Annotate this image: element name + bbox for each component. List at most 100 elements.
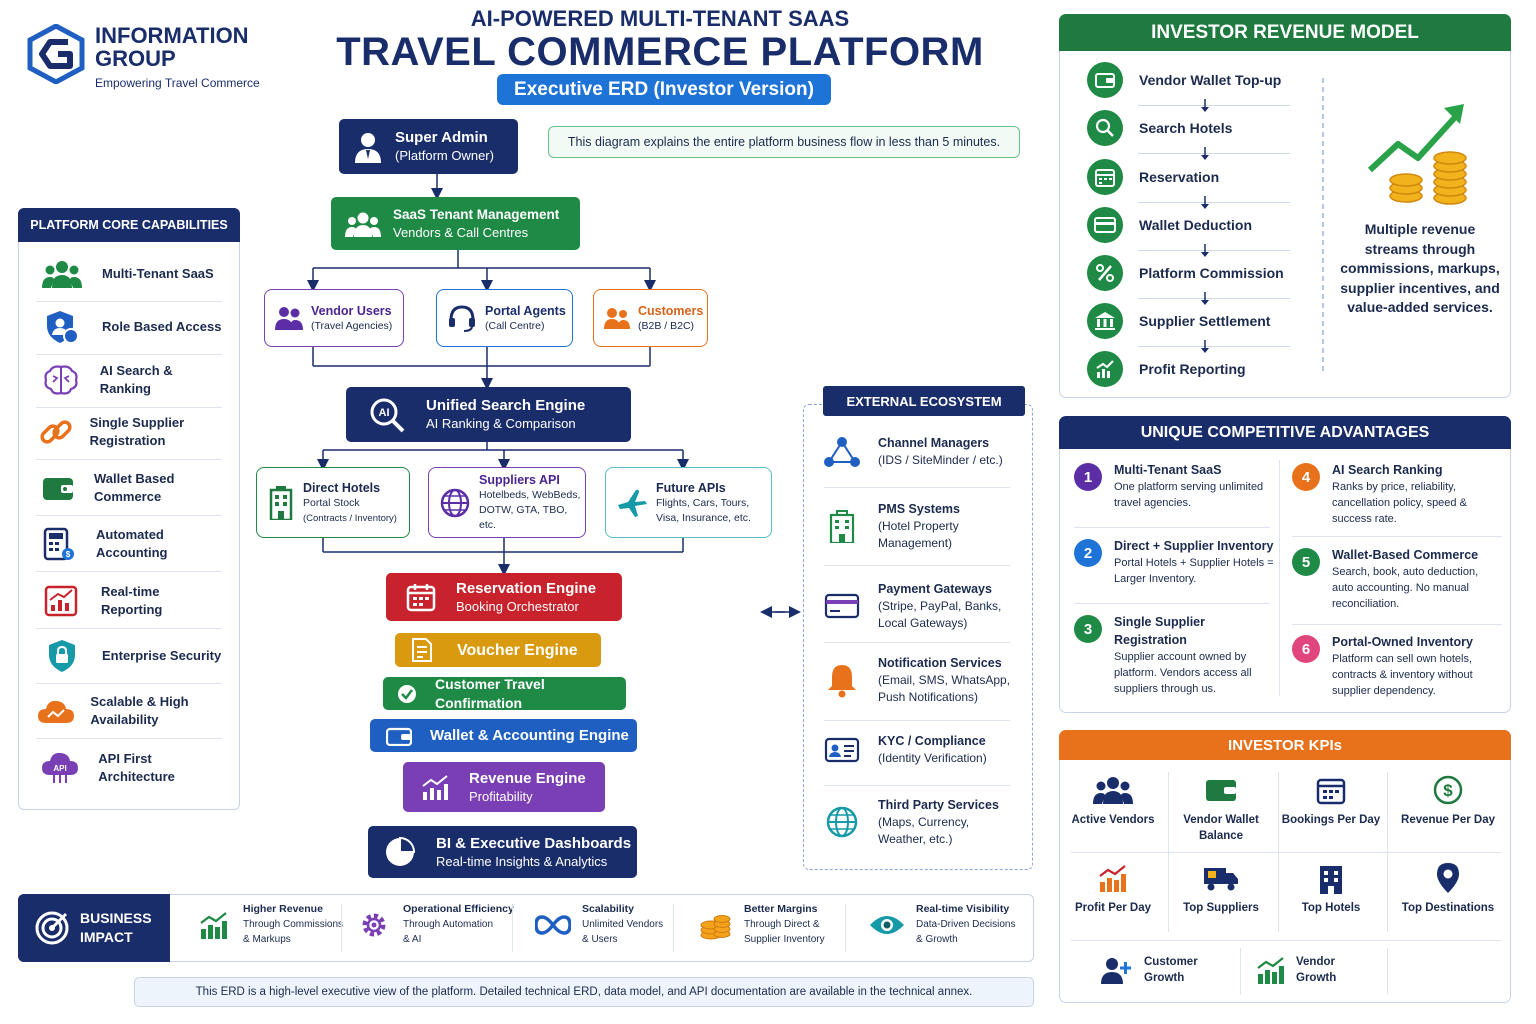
divider <box>36 354 222 355</box>
customers-icon <box>604 307 630 329</box>
bell-icon <box>822 662 862 698</box>
core-capability-label: API First Architecture <box>98 751 175 784</box>
kpi-item: Vendor Growth <box>1256 954 1366 986</box>
divider <box>824 785 1010 786</box>
calculator-icon: $ <box>36 527 82 561</box>
divider <box>845 904 846 952</box>
divider <box>36 301 222 302</box>
wallet-icon <box>36 474 80 502</box>
divider <box>1138 250 1290 251</box>
revenue-divider <box>1322 78 1324 372</box>
advantage-number-badge: 3 <box>1074 615 1102 643</box>
core-capability-item: Real-time Reporting <box>36 583 222 619</box>
revenue-step: Profit Reporting <box>1087 351 1246 387</box>
infinity-icon <box>534 914 572 935</box>
divider <box>824 565 1010 566</box>
core-capability-item: Multi-Tenant SaaS <box>36 256 222 292</box>
divider <box>1138 153 1290 154</box>
external-service-item: Payment Gateways(Stripe, PayPal, Banks, … <box>822 576 1022 636</box>
airplane-icon <box>616 487 648 519</box>
core-capability-label: AI Search & Ranking <box>99 363 173 396</box>
revenue-step: Search Hotels <box>1087 110 1232 146</box>
core-capability-item: Single Supplier Registration <box>36 414 222 450</box>
revenue-model-title: INVESTOR REVENUE MODEL <box>1059 14 1511 51</box>
super-admin-box: Super Admin(Platform Owner) <box>339 119 518 174</box>
shield-user-icon <box>36 309 88 345</box>
growth-chart-icon <box>421 774 449 800</box>
kpi-item: Top Destinations <box>1396 862 1500 916</box>
divider <box>1387 772 1388 932</box>
revenue-step: Supplier Settlement <box>1087 303 1270 339</box>
core-capability-item: $ Automated Accounting <box>36 526 222 562</box>
divider <box>673 904 674 952</box>
core-capability-item: Scalable & High Availability <box>36 693 222 729</box>
link-icon <box>36 415 76 449</box>
divider <box>36 407 222 408</box>
percent-icon <box>1087 255 1123 291</box>
revenue-step: Wallet Deduction <box>1087 207 1252 243</box>
kpi-title: INVESTOR KPIs <box>1059 730 1511 760</box>
divider <box>1168 772 1169 932</box>
divider <box>36 628 222 629</box>
location-pin-icon <box>1436 862 1460 894</box>
profit-chart-icon <box>1087 351 1123 387</box>
calendar-icon <box>406 582 436 612</box>
external-service-item: Notification Services(Email, SMS, WhatsA… <box>822 650 1022 710</box>
down-arrow-icon <box>1201 196 1209 209</box>
divider <box>1292 624 1502 625</box>
core-capability-label: Scalable & High Availability <box>90 694 189 727</box>
customers-box: Customers(B2B / B2C) <box>593 289 708 347</box>
travel-confirmation-box: Customer Travel Confirmation <box>383 676 626 711</box>
divider <box>1138 202 1290 203</box>
profit-chart-icon <box>1098 862 1128 894</box>
divider <box>512 904 513 952</box>
kpi-item: Top Hotels <box>1279 862 1383 916</box>
svg-text:API: API <box>53 764 66 773</box>
brain-icon <box>36 364 86 396</box>
portal-agents-box: Portal Agents(Call Centre) <box>436 289 573 347</box>
kpi-item: Active Vendors <box>1061 774 1165 828</box>
kpi-item: Customer Growth <box>1100 954 1214 986</box>
divider <box>341 904 342 952</box>
network-nodes-icon <box>822 435 862 469</box>
bookings-calendar-icon <box>1316 774 1346 806</box>
voucher-engine-box: Voucher Engine <box>395 633 601 667</box>
svg-text:$: $ <box>66 550 71 559</box>
pie-chart-icon <box>384 836 416 868</box>
core-capability-item: API API First Architecture <box>36 750 222 786</box>
search-icon <box>1087 110 1123 146</box>
revenue-step: Vendor Wallet Top-up <box>1087 62 1281 98</box>
divider <box>1292 536 1502 537</box>
diagram-note: This diagram explains the entire platfor… <box>548 126 1020 158</box>
revenue-dollar-icon: $ <box>1433 774 1463 806</box>
divider <box>36 515 222 516</box>
core-capability-label: Wallet Based Commerce <box>94 471 175 504</box>
advantage-number-badge: 2 <box>1074 539 1102 567</box>
external-service-item: Third Party Services(Maps, Currency, Wea… <box>822 792 1022 852</box>
divider <box>36 459 222 460</box>
external-ecosystem-title: EXTERNAL ECOSYSTEM <box>823 386 1025 416</box>
delivery-truck-icon <box>1203 862 1239 894</box>
id-card-icon <box>822 736 862 764</box>
down-arrow-icon <box>1201 244 1209 257</box>
calendar-icon <box>1087 159 1123 195</box>
advantage-number-badge: 6 <box>1292 635 1320 663</box>
footer-note: This ERD is a high-level executive view … <box>134 977 1034 1007</box>
divider <box>1387 948 1388 994</box>
revenue-growth-coins-icon <box>1362 100 1472 210</box>
divider <box>1240 948 1241 994</box>
kpi-item: Vendor Wallet Balance <box>1169 774 1273 844</box>
advantage-number-badge: 5 <box>1292 548 1320 576</box>
divider <box>36 738 222 739</box>
divider <box>36 571 222 572</box>
vendor-growth-icon <box>1256 956 1286 984</box>
core-capabilities-title: PLATFORM CORE CAPABILITIES <box>18 208 240 242</box>
